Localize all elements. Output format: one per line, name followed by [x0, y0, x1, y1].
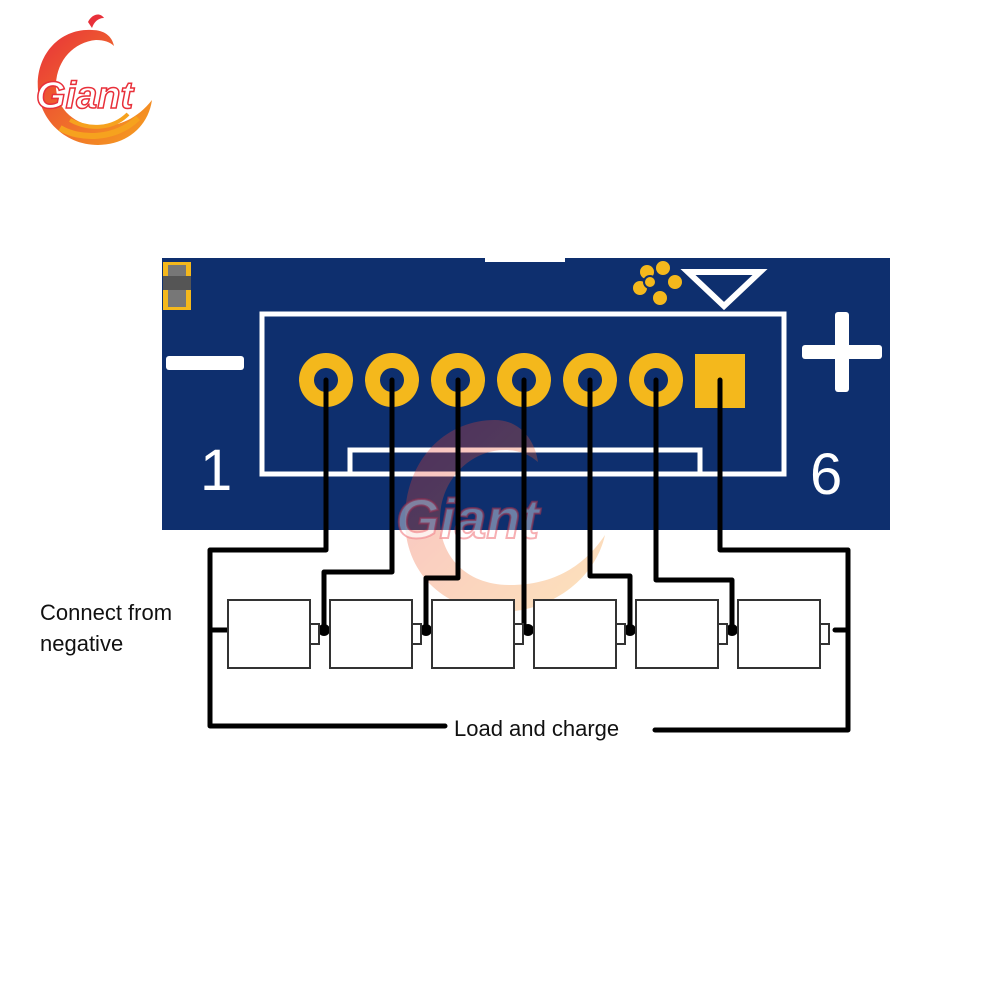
- wire-negative: [207, 377, 448, 729]
- battery-cell: [635, 599, 728, 669]
- wire-junction: [318, 624, 330, 636]
- wiring: [207, 377, 851, 733]
- wire-balance-1: [321, 377, 395, 633]
- battery-cells: [227, 599, 830, 669]
- watermark-text: Giant: [396, 487, 541, 550]
- pin-label-first: 1: [200, 438, 232, 503]
- watermark-logo: Giant: [395, 420, 605, 612]
- via-cluster: [631, 259, 684, 307]
- battery-cell: [329, 599, 422, 669]
- wire-positive: [652, 377, 851, 733]
- wire-junction: [726, 624, 738, 636]
- label-connect-line2: negative: [40, 631, 124, 656]
- battery-cell: [737, 599, 830, 669]
- wire-junction: [420, 624, 432, 636]
- battery-cell: [533, 599, 626, 669]
- pin-label-last: 6: [810, 442, 842, 507]
- wire-balance-5: [653, 377, 735, 633]
- logo-text: Giant: [36, 75, 134, 117]
- wire-balance-4: [587, 377, 633, 633]
- battery-cell: [227, 599, 320, 669]
- brand-logo: Giant: [35, 14, 152, 145]
- label-connect-line1: Connect from: [40, 600, 173, 625]
- label-connect-from-negative: Connect from negative: [40, 597, 230, 659]
- minus-sign-icon: [166, 356, 244, 370]
- pin-marker-triangle: [680, 269, 768, 311]
- plus-sign-icon: [802, 312, 882, 392]
- wire-balance-2: [423, 377, 461, 633]
- label-load-and-charge: Load and charge: [452, 713, 622, 744]
- wire-junction: [624, 624, 636, 636]
- battery-cell: [431, 599, 524, 669]
- wire-junction: [522, 624, 534, 636]
